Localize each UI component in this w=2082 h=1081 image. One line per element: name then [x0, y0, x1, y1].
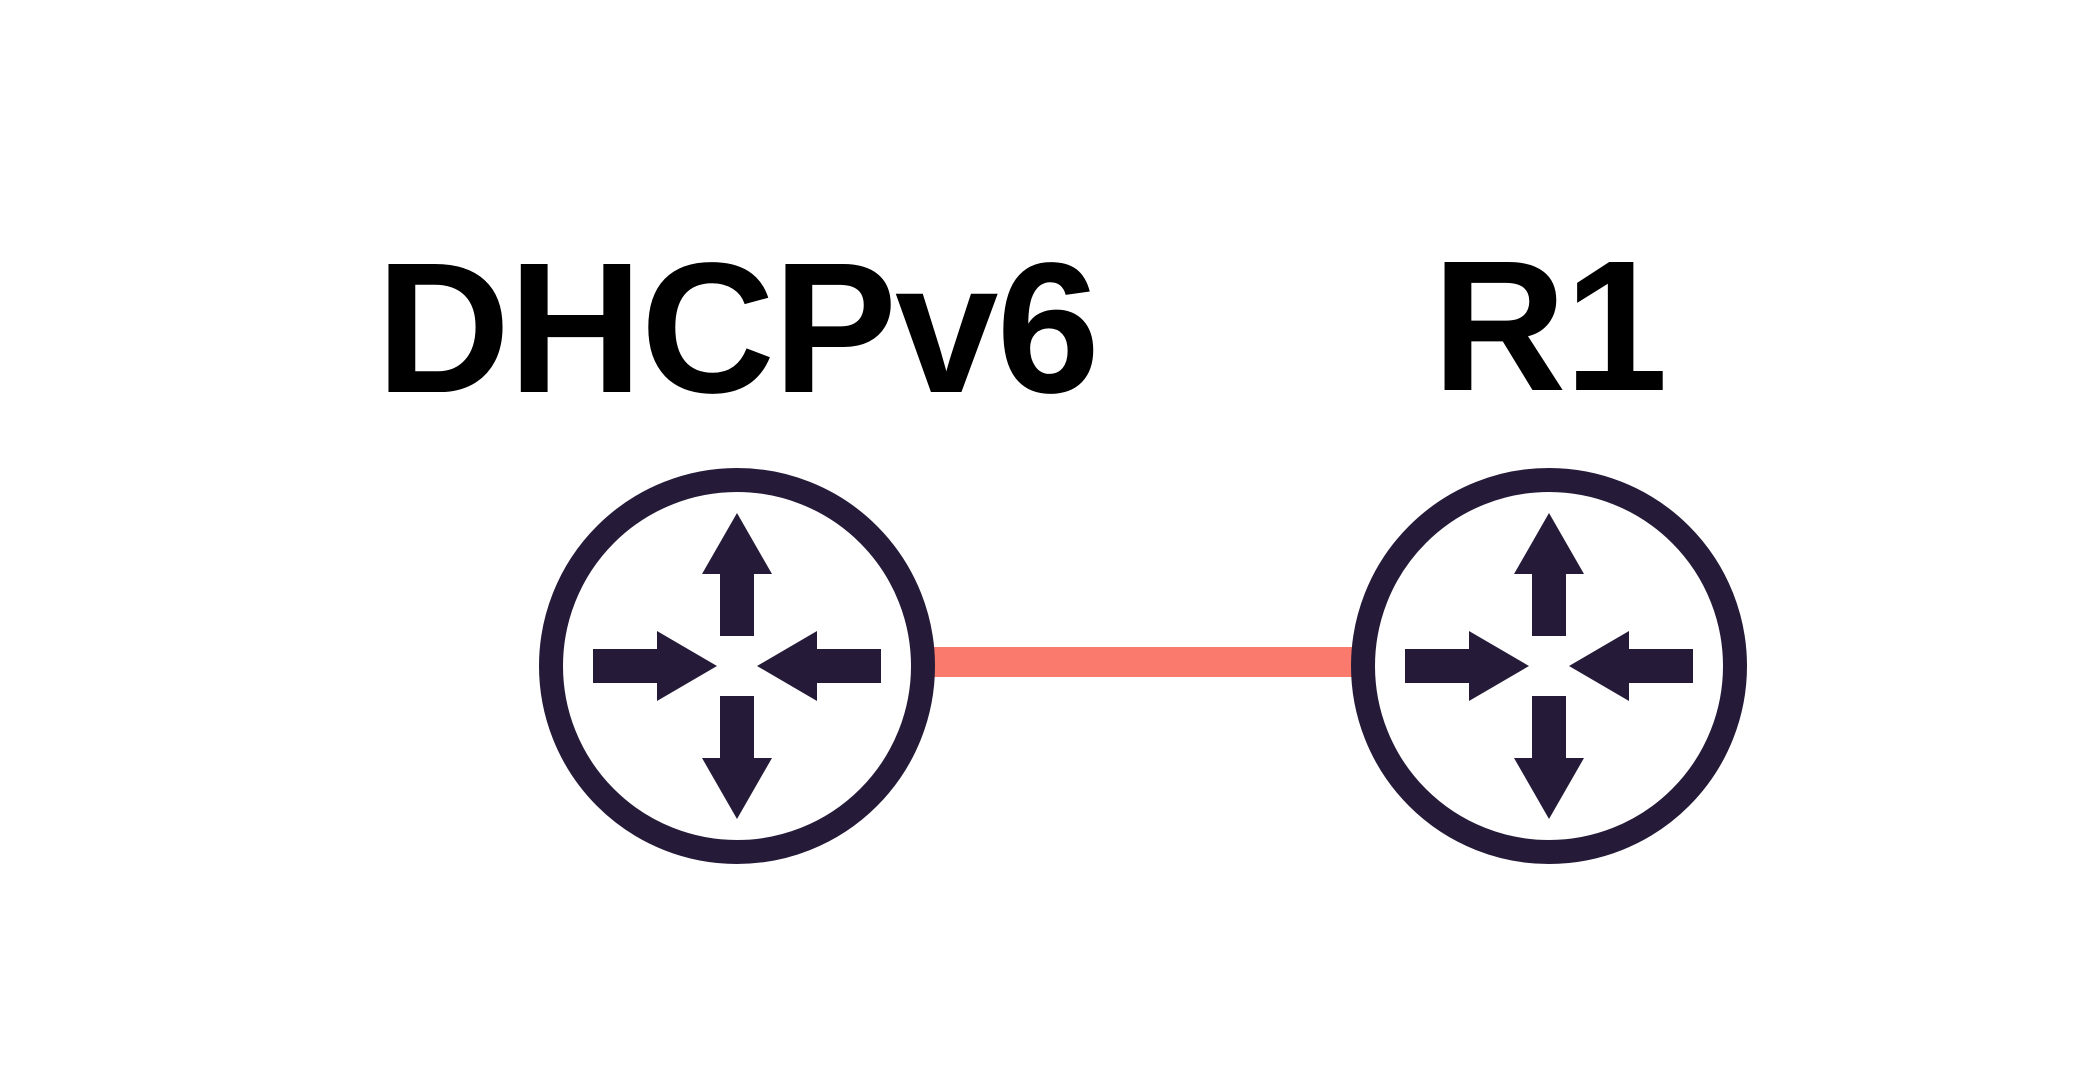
router-node-dhcpv6[interactable]: DHCPv6	[376, 225, 1100, 864]
router-node-r1[interactable]: R1	[1351, 223, 1747, 864]
router-icon	[1351, 468, 1747, 864]
node-label-dhcpv6: DHCPv6	[376, 225, 1098, 432]
node-label-r1: R1	[1432, 223, 1666, 430]
router-icon	[539, 468, 935, 864]
